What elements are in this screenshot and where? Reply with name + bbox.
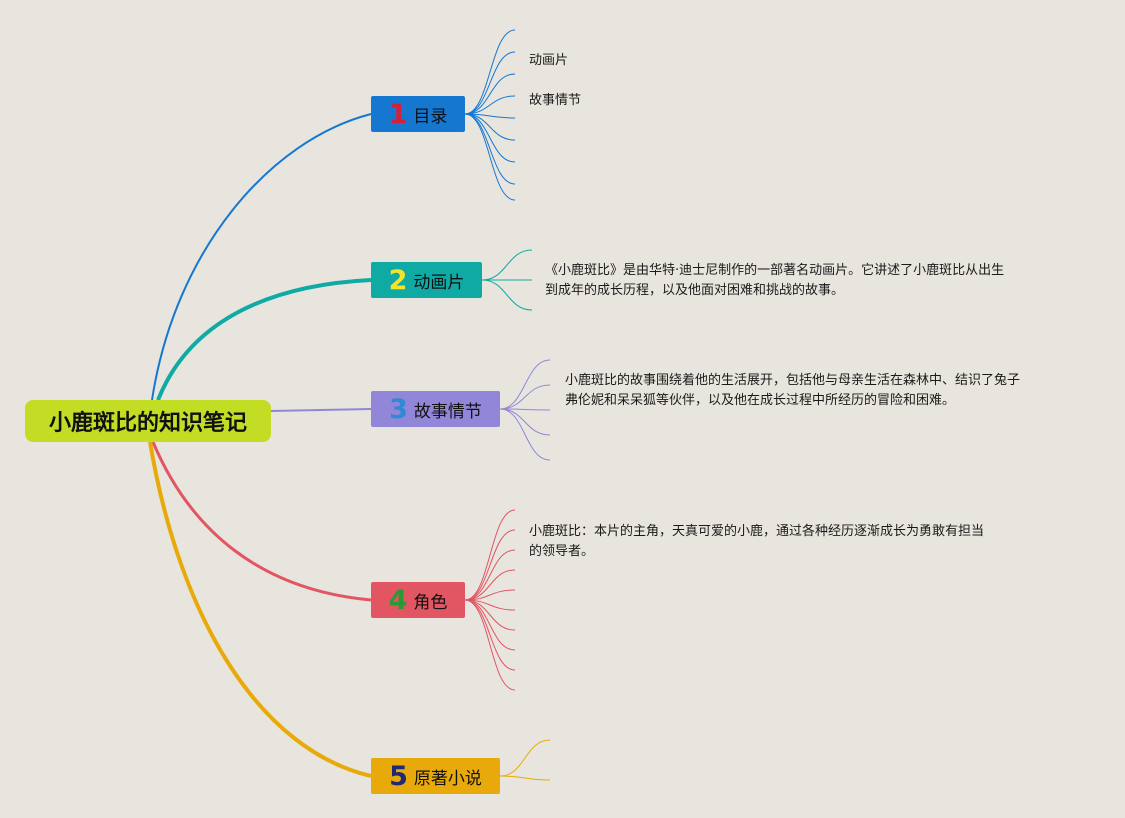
branch-label: 原著小说: [413, 768, 482, 789]
leaf-plot-text[interactable]: 小鹿斑比的故事围绕着他的生活展开，包括他与母亲生活在森林中、结识了兔子 弗伦妮和…: [565, 371, 1085, 411]
link-root-novel: [148, 441, 372, 778]
branch-novel[interactable]: 5 原著小说: [371, 758, 500, 794]
link-root-animation: [156, 278, 372, 401]
branch-number: 5: [389, 760, 408, 792]
fan-characters: [464, 509, 516, 691]
text-line: 《小鹿斑比》是由华特·迪士尼制作的一部著名动画片。它讲述了小鹿斑比从出生: [545, 263, 1005, 278]
branch-number: 4: [388, 584, 408, 616]
link-root-plot: [270, 408, 372, 412]
text-line: 小鹿斑比的故事围绕着他的生活展开，包括他与母亲生活在森林中、结识了兔子: [565, 373, 1021, 388]
leaf-catalog-animation[interactable]: 动画片: [529, 53, 569, 68]
text-line: 的领导者。: [529, 544, 595, 559]
branch-number: 1: [388, 98, 408, 130]
link-root-characters: [151, 441, 372, 602]
branch-characters[interactable]: 4 角色: [371, 582, 465, 618]
leaf-characters-text[interactable]: 小鹿斑比：本片的主角，天真可爱的小鹿，通过各种经历逐渐成长为勇敢有担当 的领导者…: [529, 522, 1049, 562]
fan-catalog: [464, 29, 516, 201]
fan-animation: [481, 249, 533, 311]
link-root-catalog: [151, 113, 372, 401]
text-line: 弗伦妮和呆呆狐等伙伴，以及他在成长过程中所经历的冒险和困难。: [565, 393, 956, 408]
branch-label: 目录: [413, 106, 448, 127]
text-line: 到成年的成长历程，以及他面对困难和挑战的故事。: [545, 283, 845, 298]
fan-novel: [499, 739, 551, 781]
branch-label: 动画片: [413, 272, 465, 293]
root-title: 小鹿斑比的知识笔记: [48, 411, 247, 436]
leaf-animation-text[interactable]: 《小鹿斑比》是由华特·迪士尼制作的一部著名动画片。它讲述了小鹿斑比从出生 到成年…: [545, 261, 1065, 301]
branch-plot[interactable]: 3 故事情节: [371, 391, 500, 427]
branch-label: 角色: [413, 592, 448, 613]
branch-number: 2: [388, 264, 408, 296]
branch-label: 故事情节: [413, 401, 482, 422]
leaf-catalog-plot[interactable]: 故事情节: [529, 93, 582, 108]
branch-animation[interactable]: 2 动画片: [371, 262, 482, 298]
branch-number: 3: [389, 393, 408, 425]
text-line: 小鹿斑比：本片的主角，天真可爱的小鹿，通过各种经历逐渐成长为勇敢有担当: [529, 524, 985, 539]
root-topic[interactable]: 小鹿斑比的知识笔记: [25, 400, 271, 442]
fan-plot: [499, 359, 551, 461]
branch-catalog[interactable]: 1 目录: [371, 96, 465, 132]
